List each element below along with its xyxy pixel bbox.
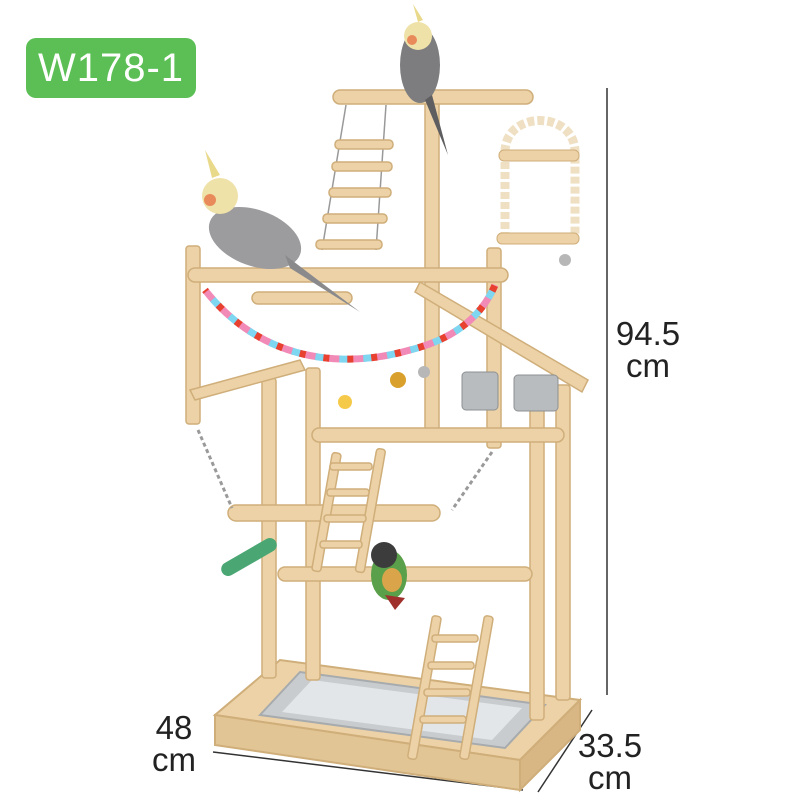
base-tray [212,658,583,793]
feeding-cups [461,371,559,412]
cockatiel-left [202,150,360,312]
width-value: 48 [155,709,193,746]
conure [371,542,407,610]
bead-swing [496,116,580,266]
cockatiel-top [400,4,448,155]
hanging-ladder [315,104,394,251]
roof [188,280,589,401]
depth-unit: cm [588,759,632,796]
upper-perch [187,267,509,283]
ladders [311,447,494,761]
width-unit: cm [152,741,196,778]
chain-toy [202,283,499,409]
model-number-badge: W178-1 [26,38,196,98]
height-value: 94.5 [615,315,681,352]
green-perch [221,538,277,576]
depth-dimension-label: 33.5 cm [574,727,646,796]
height-dimension-label: 94.5 cm [612,315,684,384]
depth-dimension-line [537,709,593,793]
perches [187,89,565,582]
height-unit: cm [626,347,670,384]
width-dimension-label: 48 cm [148,709,200,778]
depth-value: 33.5 [577,727,643,764]
swing-chains [196,429,494,511]
middle-perch [311,427,565,443]
